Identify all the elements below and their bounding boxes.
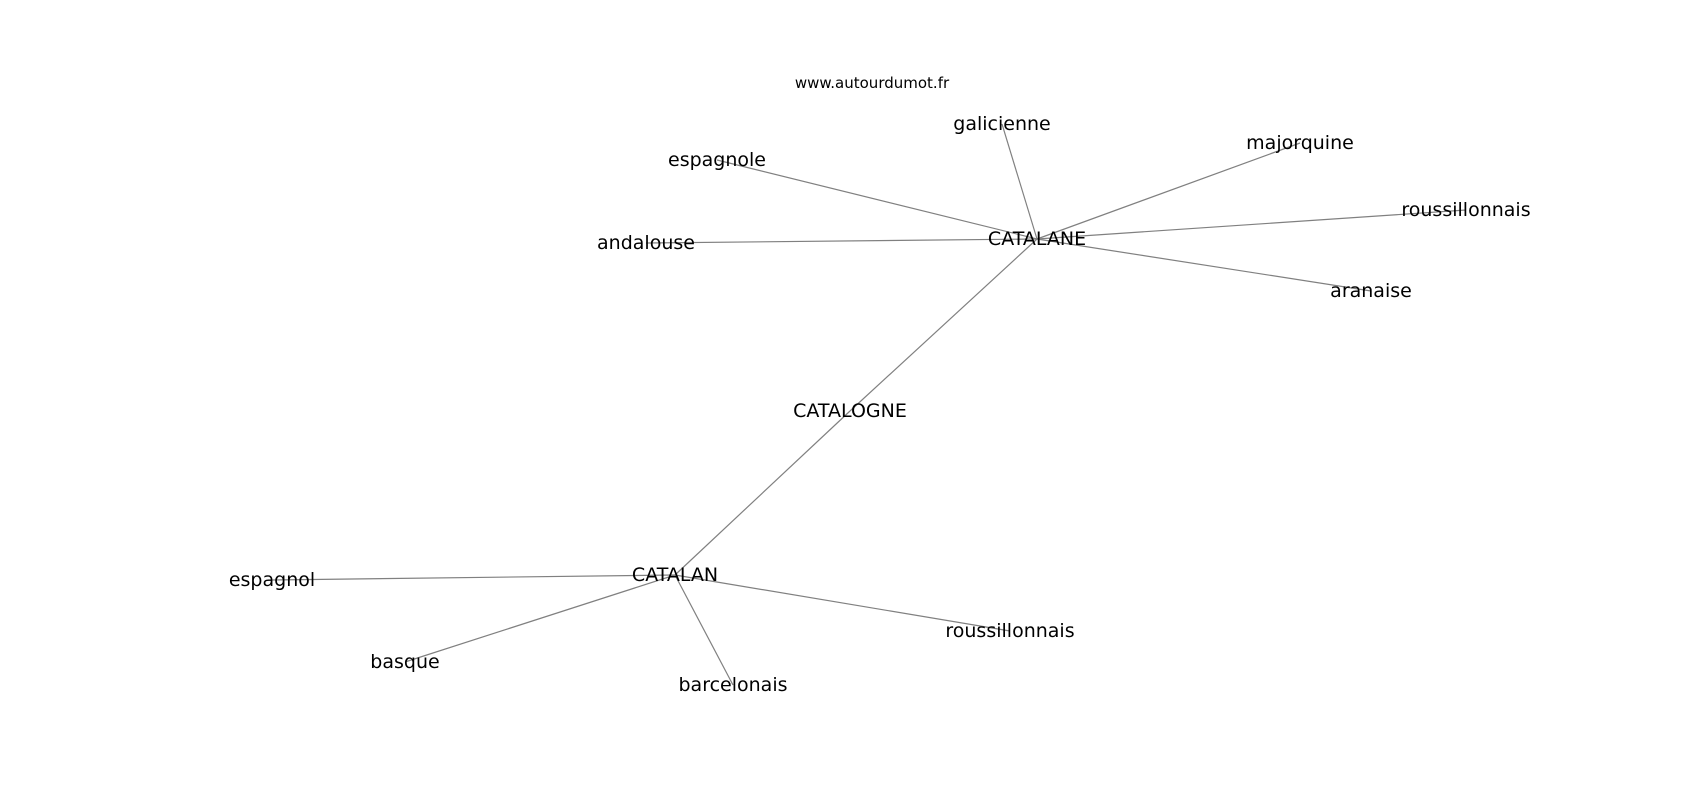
node-label-aranaise[interactable]: aranaise (1330, 280, 1412, 302)
edge-catalan-roussillonnais_2 (674, 574, 1011, 632)
node-label-andalouse[interactable]: andalouse (597, 232, 695, 254)
node-label-roussillonnais-1[interactable]: roussillonnais (1401, 199, 1530, 221)
node-label-catalogne[interactable]: CATALOGNE (793, 400, 907, 422)
edge-catalogne-catalan (674, 410, 851, 576)
node-label-catalane[interactable]: CATALANE (988, 228, 1086, 250)
edge-catalan-basque (404, 574, 676, 663)
edge-catalane-majorquine (1036, 142, 1301, 240)
node-label-catalan[interactable]: CATALAN (632, 564, 718, 586)
node-label-galicienne[interactable]: galicienne (953, 113, 1050, 135)
node-label-majorquine[interactable]: majorquine (1246, 132, 1354, 154)
edges-layer (271, 123, 1467, 686)
edge-catalogne-catalane (849, 238, 1038, 412)
edge-catalane-roussillonnais_1 (1036, 209, 1467, 240)
edge-catalan-barcelonais (674, 574, 734, 686)
node-label-basque[interactable]: basque (370, 651, 439, 673)
node-label-espagnol[interactable]: espagnol (229, 569, 315, 591)
edge-catalane-andalouse (645, 238, 1038, 244)
edge-catalan-espagnol (271, 574, 676, 581)
edge-catalane-aranaise (1036, 238, 1372, 292)
edge-catalane-espagnole (716, 159, 1038, 240)
node-label-espagnole[interactable]: espagnole (668, 149, 766, 171)
node-label-roussillonnais-2[interactable]: roussillonnais (945, 620, 1074, 642)
labels-layer: CATALOGNE CATALANE CATALAN galicienne espagn… (229, 113, 1531, 696)
node-label-barcelonais[interactable]: barcelonais (679, 674, 788, 696)
watermark: www.autourdumot.fr (795, 74, 950, 92)
edge-catalane-galicienne (1001, 123, 1038, 240)
